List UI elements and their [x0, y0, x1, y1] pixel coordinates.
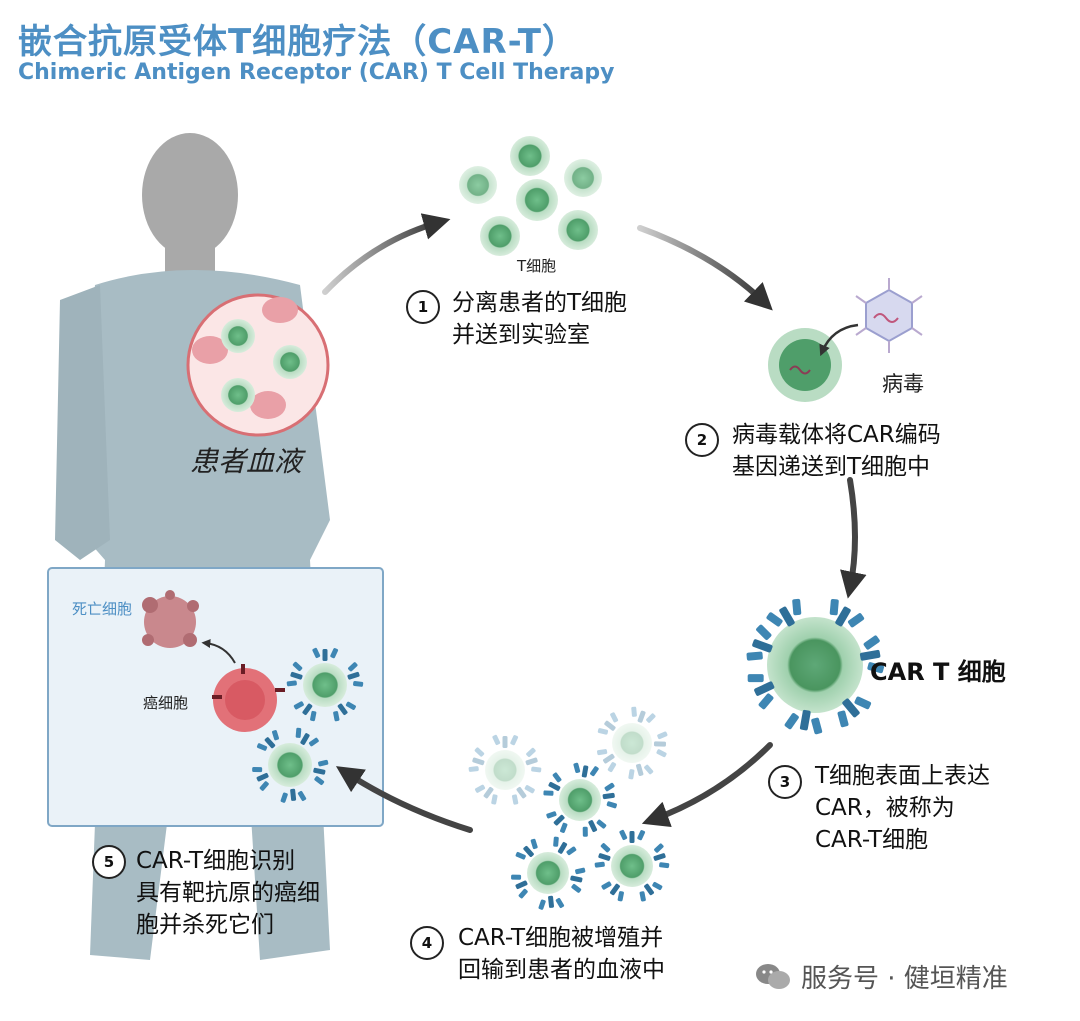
step-4-line-1: CAR-T细胞被增殖并	[458, 925, 664, 951]
step-3-line-1: T细胞表面上表达	[815, 763, 991, 789]
step-1-line-2: 并送到实验室	[452, 322, 590, 348]
title-english: Chimeric Antigen Receptor (CAR) T Cell T…	[18, 60, 615, 85]
car-t-cell	[743, 595, 887, 736]
dead-cell-label: 死亡细胞	[72, 600, 133, 618]
watermark-text: 服务号 · 健垣精准	[801, 964, 1008, 994]
step-5-line-1: CAR-T细胞识别	[136, 848, 296, 874]
car-t-attacking-2	[250, 725, 330, 804]
patient-blood-circle	[186, 293, 330, 437]
step-2-text: 病毒载体将CAR编码 基因递送到T细胞中	[732, 419, 941, 483]
step-3-line-3: CAR-T细胞	[815, 827, 929, 853]
patient-silhouette	[55, 133, 330, 960]
step-5-text: CAR-T细胞识别 具有靶抗原的癌细 胞并杀死它们	[136, 845, 320, 941]
step-3-text: T细胞表面上表达 CAR，被称为 CAR-T细胞	[815, 760, 990, 856]
step-2-badge: 2	[685, 423, 719, 457]
step-4-badge: 4	[410, 926, 444, 960]
cycle-arrows	[322, 213, 867, 833]
expanded-car-t-cells	[467, 705, 672, 911]
step-2-line-1: 病毒载体将CAR编码	[732, 422, 941, 448]
tumor-killing-panel	[47, 567, 384, 827]
car-t-attacking-1	[285, 647, 366, 724]
t-cell-cluster	[459, 136, 602, 256]
t-cell-label: T细胞	[517, 257, 557, 275]
cancer-cell-icon	[212, 664, 285, 732]
step-1-line-1: 分离患者的T细胞	[452, 290, 628, 316]
car-t-cell-label: CAR T 细胞	[870, 658, 1006, 686]
transduced-t-cell	[768, 328, 842, 402]
step-5-badge: 5	[92, 845, 126, 879]
step-2-line-2: 基因递送到T细胞中	[732, 454, 931, 480]
step-3-line-2: CAR，被称为	[815, 795, 955, 821]
step-5-line-3: 胞并杀死它们	[136, 912, 274, 938]
dead-cell-icon	[142, 590, 199, 648]
virus-label: 病毒	[882, 372, 924, 396]
step-5-line-2: 具有靶抗原的癌细	[136, 880, 320, 906]
virus-icon	[855, 278, 923, 353]
virus-entry-arrow	[819, 323, 859, 357]
watermark: 服务号 · 健垣精准	[755, 958, 1008, 995]
step-1-text: 分离患者的T细胞 并送到实验室	[452, 287, 627, 351]
wechat-icon	[756, 963, 790, 989]
title-chinese: 嵌合抗原受体T细胞疗法（CAR-T）	[18, 22, 577, 62]
patient-blood-label: 患者血液	[190, 445, 303, 478]
step-1-badge: 1	[406, 290, 440, 324]
cancer-cell-label: 癌细胞	[143, 694, 189, 712]
step-4-text: CAR-T细胞被增殖并 回输到患者的血液中	[458, 922, 665, 986]
step-3-badge: 3	[768, 765, 802, 799]
step-4-line-2: 回输到患者的血液中	[458, 957, 665, 983]
